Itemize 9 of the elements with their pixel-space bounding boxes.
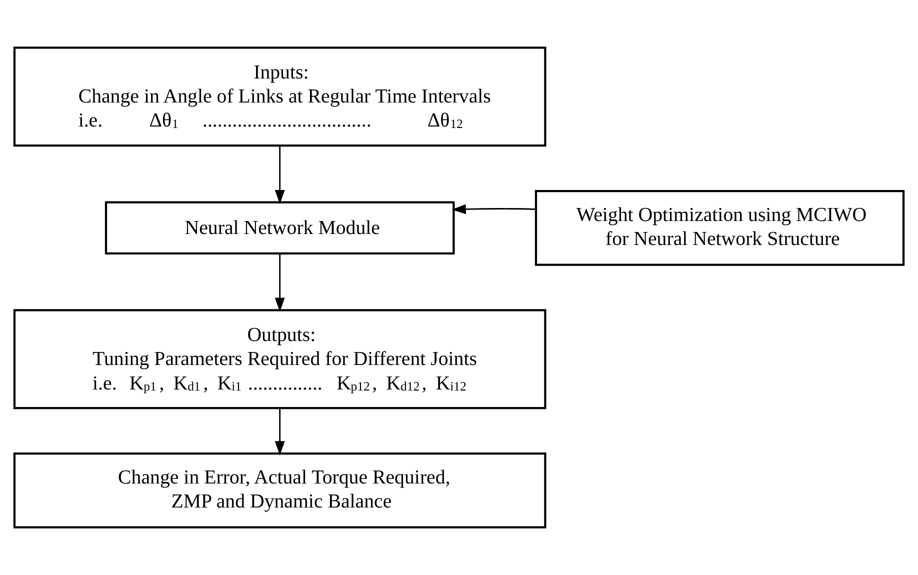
arrow	[274, 253, 285, 312]
node-box: Outputs: Tuning Parameters Required for Different Joints i.e. Kp1, Kd1, Ki1 ............... Kp12, Kd12, Ki12	[13, 309, 546, 410]
node-box: Weight Optimization using MCIWO for Neural Network Structure	[534, 190, 905, 266]
arrow	[274, 146, 285, 204]
arrow	[274, 408, 285, 456]
node-box: Change in Error, Actual Torque Required, ZMP and Dynamic Balance	[13, 452, 546, 528]
node-box: Inputs: Change in Angle of Links at Regular Time Intervals i.e. Δθ1 .................................. Δθ12	[13, 46, 546, 147]
arrow	[452, 204, 536, 214]
node-box: Neural Network Module	[104, 201, 455, 254]
